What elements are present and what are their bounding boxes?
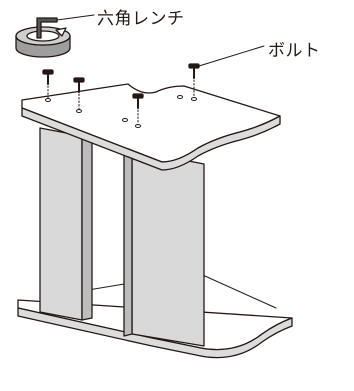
rotation-arrow-icon — [15, 26, 71, 58]
left-panel — [39, 127, 93, 321]
hex-wrench-leader — [56, 14, 95, 21]
hex-wrench-label: 六角レンチ — [97, 9, 185, 29]
hex-wrench-icon — [36, 17, 58, 39]
bolt-label: ボルト — [268, 41, 321, 61]
bolt-icon — [73, 77, 85, 93]
top-board — [21, 83, 281, 171]
guide-lines — [47, 79, 195, 125]
right-panel — [123, 149, 205, 347]
bolt-icon — [188, 63, 200, 79]
bolt-icon — [42, 69, 54, 85]
bolt-holes — [45, 95, 197, 128]
bolt-leader — [198, 45, 265, 67]
bolt-icon — [132, 93, 144, 109]
